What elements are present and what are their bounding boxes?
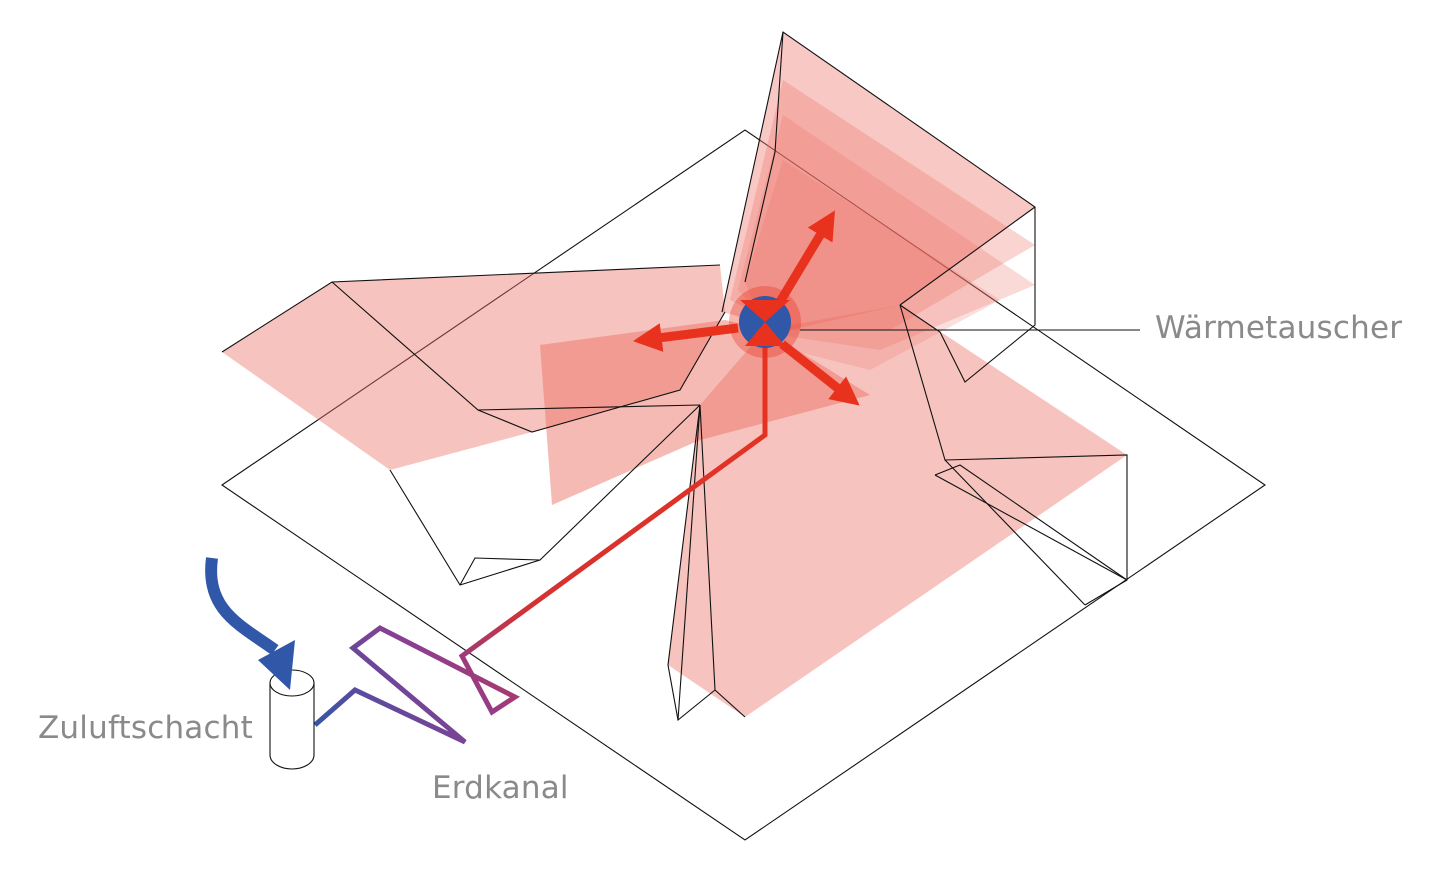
north-tower-layer-2 <box>730 80 1035 330</box>
arrow-north-east-icon <box>771 210 836 313</box>
center-wedge <box>540 320 870 505</box>
air-intake-shaft-label: Zuluftschacht <box>38 710 253 746</box>
west-wing-roof <box>222 265 725 470</box>
cold-air-arrow-icon <box>205 557 295 690</box>
ground-plane-outline <box>221 129 1266 841</box>
earth-duct-label: Erdkanal <box>432 770 569 806</box>
heat-distribution-arrows <box>632 210 860 406</box>
north-tower-layer-3 <box>738 115 1035 350</box>
duct-from-shaft <box>313 330 768 745</box>
south-wing-roof <box>668 305 1127 717</box>
building-outlines <box>221 31 1128 722</box>
building-wings <box>222 32 1127 717</box>
heat-exchanger-label: Wärmetauscher <box>1155 310 1403 346</box>
arrow-west-icon <box>632 323 739 352</box>
north-tower-layer-1 <box>722 32 1035 330</box>
air-intake-shaft <box>269 669 315 770</box>
supply-duct <box>313 330 768 745</box>
heat-exchanger-icon <box>729 286 801 358</box>
arrow-south-east-icon <box>779 340 860 406</box>
